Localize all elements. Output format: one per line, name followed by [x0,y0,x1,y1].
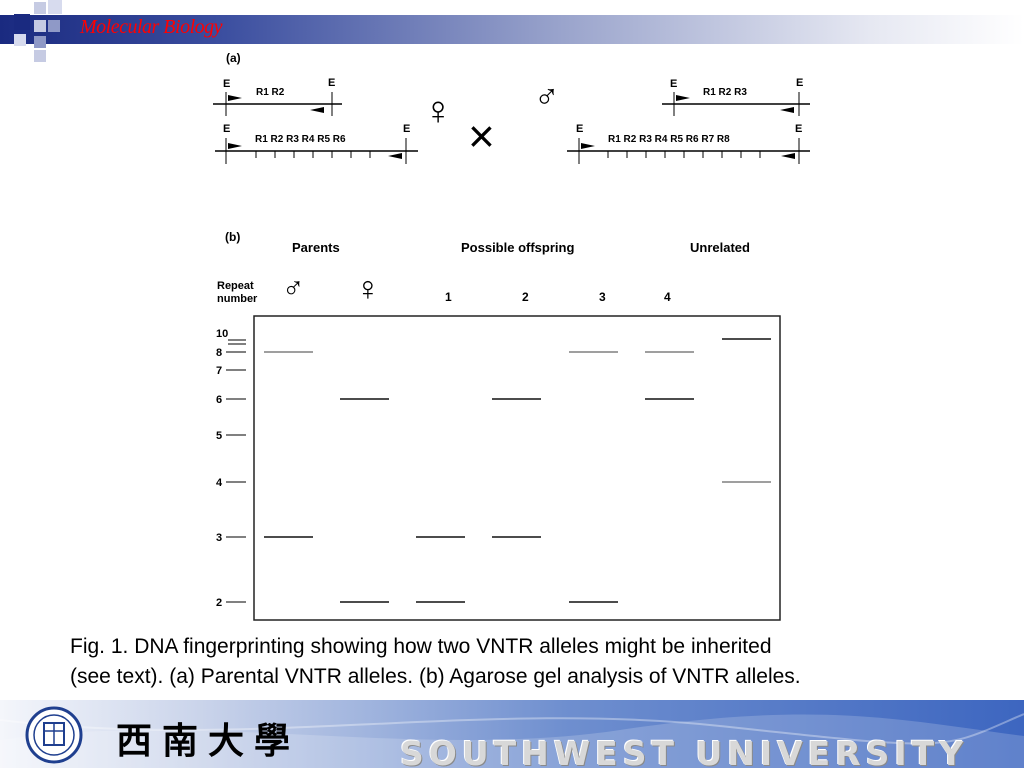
allele-female-short: E E R1 R2 [213,77,342,116]
allele-male-long: E E R1 R2 R3 R4 R5 R6 R7 R8 [567,123,810,164]
header-decor-square [34,36,46,48]
group-label-parents: Parents [292,240,340,255]
end-label: E [223,123,230,135]
header-decor-square [34,50,46,62]
caption-line: Fig. 1. DNA fingerprinting showing how t… [70,635,772,658]
end-label: E [403,123,410,135]
repeat-labels: R1 R2 R3 R4 R5 R6 R7 R8 [608,134,730,145]
end-label: E [223,78,230,90]
repeat-labels: R1 R2 R3 [703,87,747,98]
repeat-tick-label: 8 [216,347,222,359]
header-decor-square [48,0,62,14]
allele-female-long: E E R1 R2 R3 R4 R5 R6 [215,123,418,164]
lane-female-symbol: ♀ [355,270,381,308]
repeat-tick-label: 2 [216,597,222,609]
header-bar [0,15,1024,44]
repeat-labels: R1 R2 R3 R4 R5 R6 [255,134,346,145]
slide-title: Molecular Biology [80,16,223,38]
male-symbol: ♂ [534,78,560,116]
cross-symbol: × [468,110,495,162]
end-label: E [328,77,335,89]
lane-number: 3 [599,290,606,304]
lane-number: 4 [664,290,671,304]
group-label-offspring: Possible offspring [461,240,574,255]
footer-decoration [0,713,1024,768]
repeat-tick-label: 10 [216,328,228,340]
panel-a-label: (a) [226,51,241,65]
caption-line: (see text). (a) Parental VNTR alleles. (… [70,665,801,688]
end-label: E [576,123,583,135]
gel-box [253,315,781,621]
repeat-axis: 10 8 7 6 5 4 3 2 [216,328,246,609]
vntr-figure: (a) E E R1 R2 E E R1 R2 R3 R4 R5 R6 E E … [213,51,810,621]
allele-male-short: E E R1 R2 R3 [662,77,810,116]
y-axis-label: number [217,293,258,305]
footer-banner [0,700,1024,768]
y-axis-label: Repeat [217,280,254,292]
repeat-tick-label: 3 [216,532,222,544]
lane-male-symbol: ♂ [282,272,305,305]
end-label: E [796,77,803,89]
header-decor-square [14,14,30,30]
header-decor-square [34,20,46,32]
end-label: E [670,78,677,90]
repeat-tick-label: 7 [216,365,222,377]
group-label-unrelated: Unrelated [690,240,750,255]
repeat-labels: R1 R2 [256,87,285,98]
end-label: E [795,123,802,135]
repeat-tick-label: 5 [216,430,222,442]
figure-caption: Fig. 1. DNA fingerprinting showing how t… [70,632,970,692]
lane-number: 1 [445,290,452,304]
university-name-en: SOUTHWEST UNIVERSITY [400,734,969,773]
lane-number: 2 [522,290,529,304]
gel-bands [264,338,771,603]
repeat-tick-label: 4 [216,477,223,489]
header-decor-square [14,34,26,46]
female-symbol: ♀ [423,89,453,133]
university-name-cn: 西南大學 [116,720,301,762]
panel-b-label: (b) [225,230,240,244]
repeat-tick-label: 6 [216,394,222,406]
header-decor-square [34,2,46,14]
university-seal-icon [25,706,83,764]
header-decor-square [48,20,60,32]
